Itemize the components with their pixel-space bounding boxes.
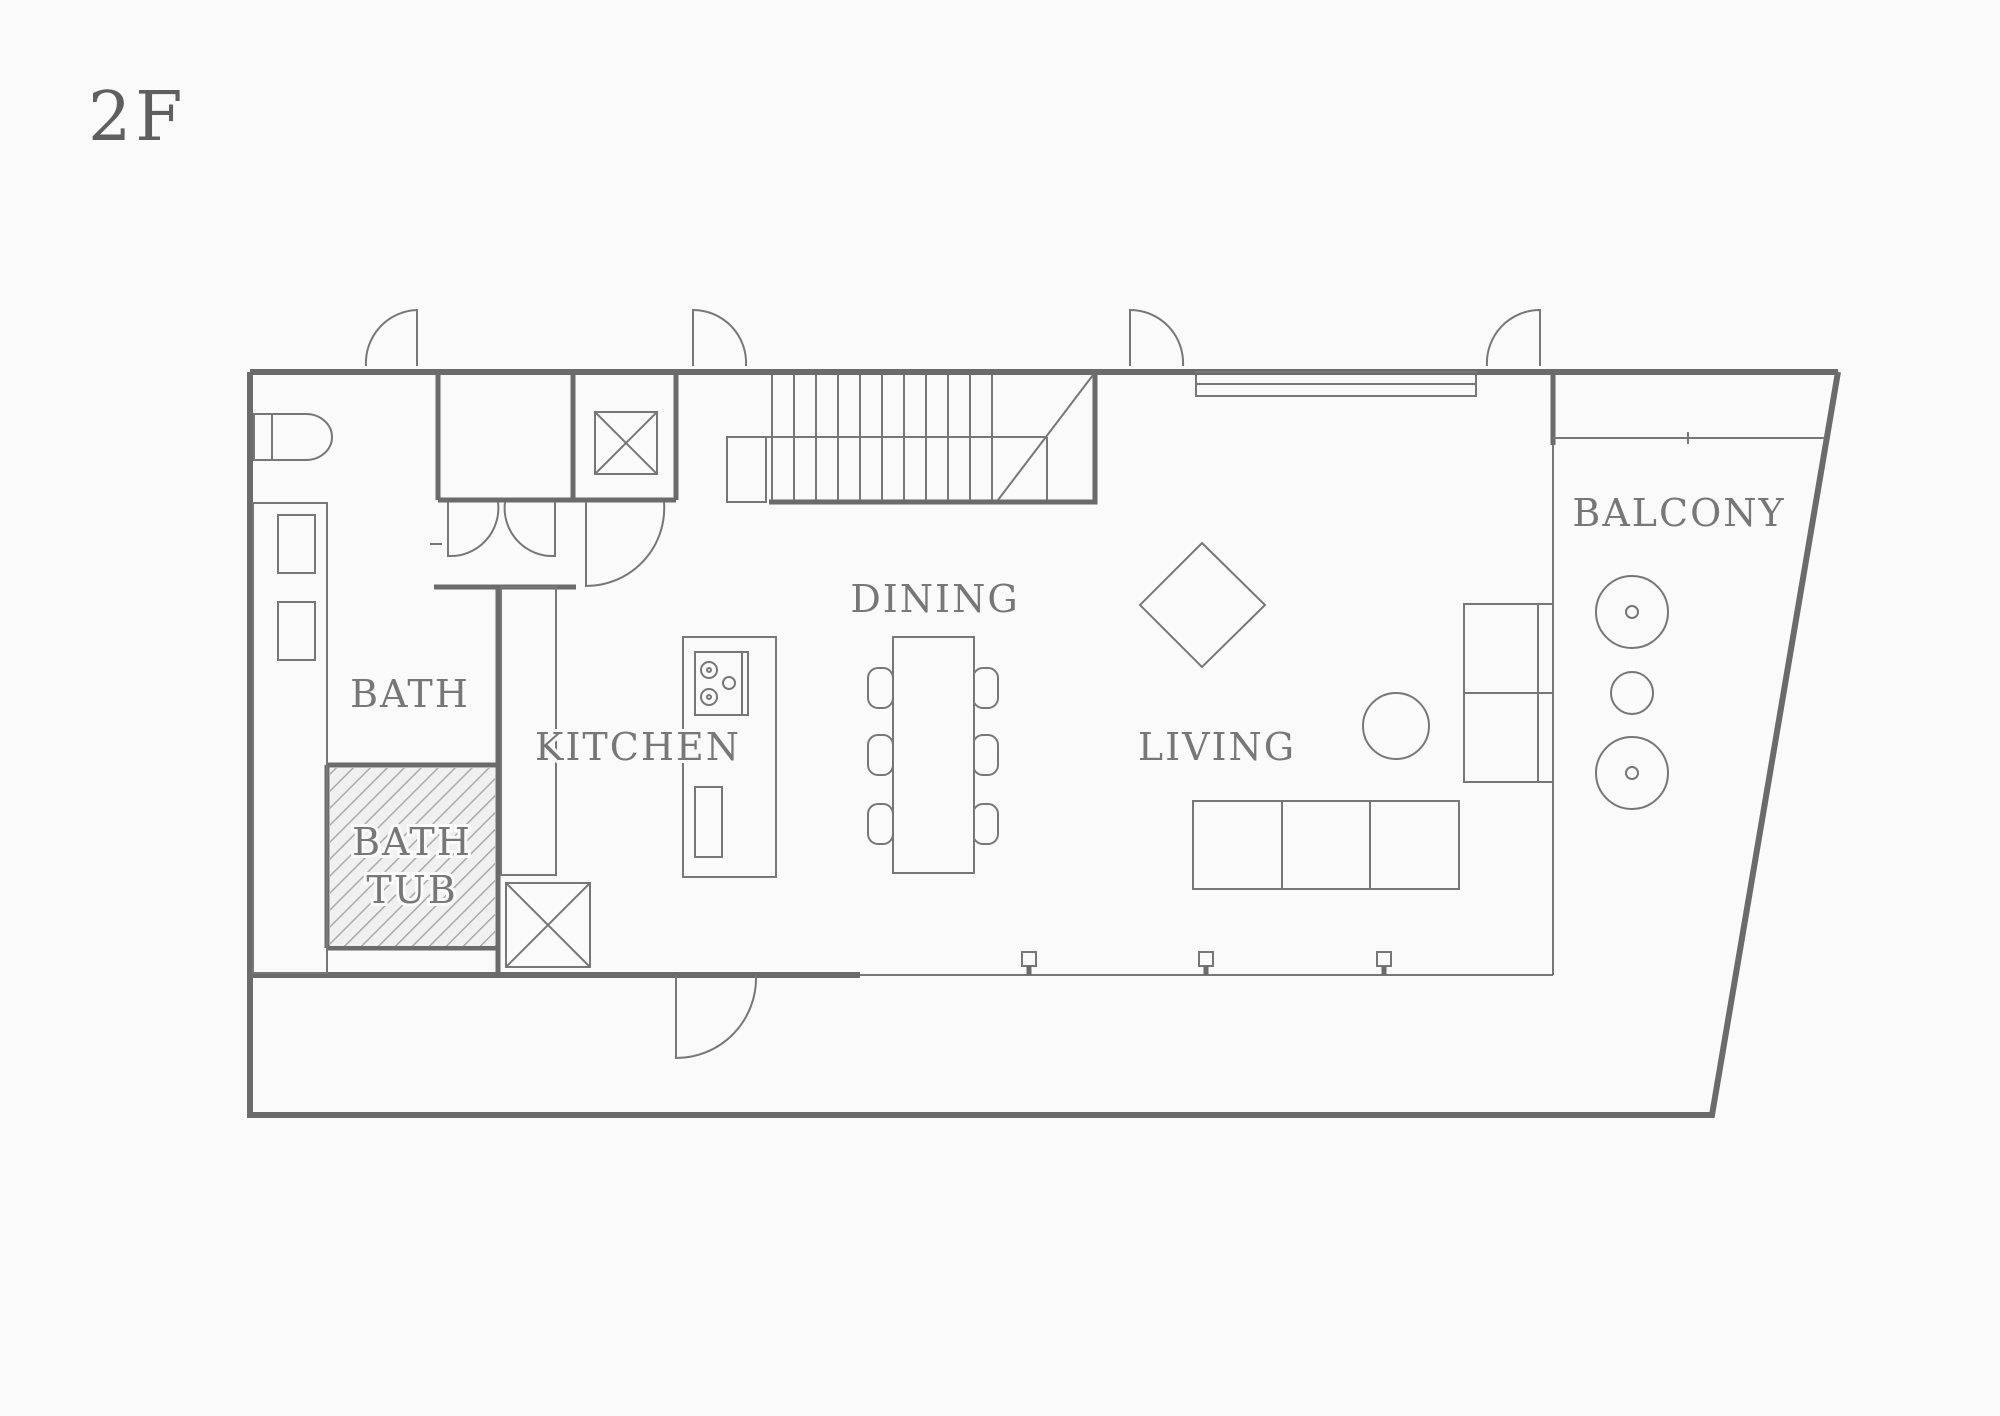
door-swings [364, 308, 1541, 1060]
window [1195, 371, 1477, 397]
floor-title: 2F [88, 78, 187, 157]
staircase [726, 372, 1098, 505]
side-table [1362, 692, 1430, 760]
balcony-furniture [1595, 575, 1669, 810]
toilet [253, 413, 333, 461]
vanity [252, 502, 328, 974]
room-label-bathtub-line2: TUB [366, 868, 457, 912]
room-label-living: LIVING [1138, 725, 1296, 769]
diamond-table [1138, 541, 1267, 669]
kitchen-counter [500, 586, 557, 876]
room-label-kitchen: KITCHEN [535, 725, 741, 769]
wall-lights [1021, 951, 1392, 975]
exterior-walls [247, 369, 1841, 1118]
room-label-dining: DINING [850, 577, 1019, 621]
balcony-rail [1553, 432, 1825, 444]
room-label-bath: BATH [350, 672, 470, 716]
room-label-balcony: BALCONY [1572, 491, 1785, 535]
room-label-bathtub-line1: BATH [352, 820, 472, 864]
bathtub [330, 768, 495, 946]
kitchen-island [682, 636, 777, 878]
appliance-box-top [594, 411, 658, 475]
sofa [1192, 800, 1460, 890]
appliance-box-bottom [505, 882, 591, 968]
dining-set [867, 636, 999, 874]
armchair-sofa [1463, 603, 1554, 783]
